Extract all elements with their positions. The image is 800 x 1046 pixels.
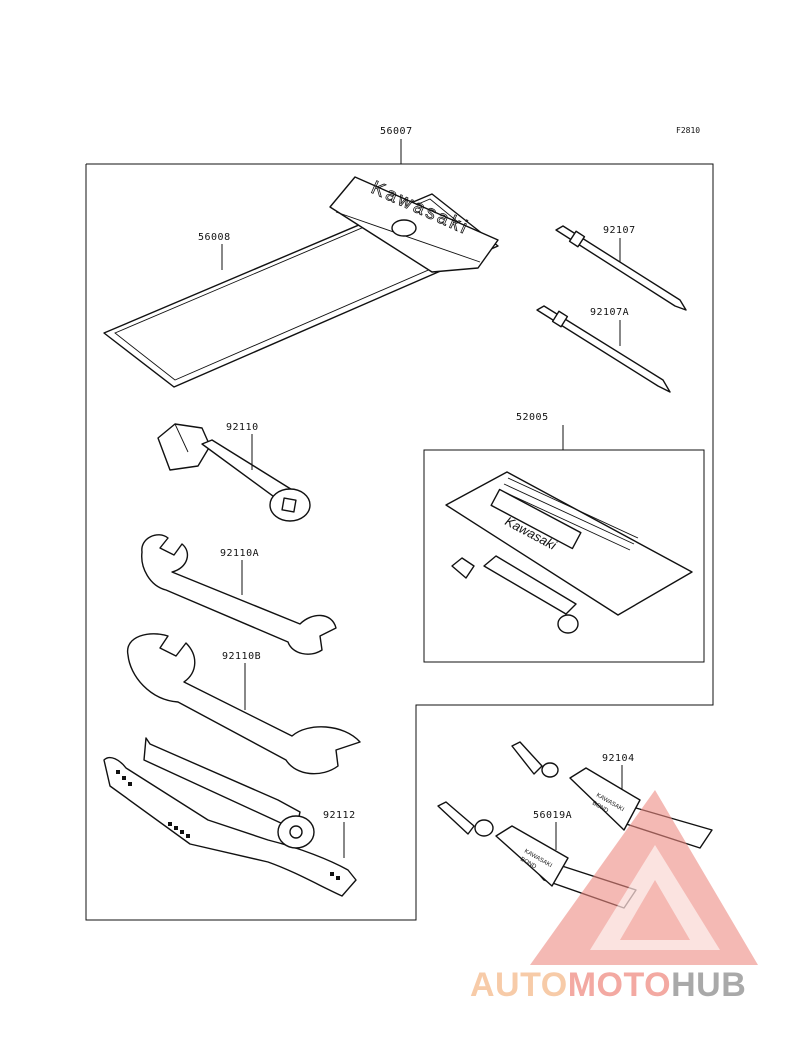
owners-manual-case: Kawasaki <box>103 176 499 388</box>
label-56008: 56008 <box>198 232 231 243</box>
pliers <box>103 737 357 897</box>
spark-plug-wrench <box>157 423 311 522</box>
kit-boundary <box>85 163 714 921</box>
label-92110b: 92110B <box>222 651 261 662</box>
label-92110a: 92110A <box>220 548 259 559</box>
label-56007: 56007 <box>380 126 413 137</box>
screwdriver-92107a <box>536 305 671 393</box>
label-92104: 92104 <box>602 753 635 764</box>
label-92107: 92107 <box>603 225 636 236</box>
label-92110: 92110 <box>226 422 259 433</box>
figure-code: F2810 <box>676 126 700 135</box>
label-92112: 92112 <box>323 810 356 821</box>
watermark-text: AUTOMOTOHUB <box>470 966 746 1004</box>
repair-kit-box <box>423 449 705 663</box>
watermark-moto: MOTO <box>568 966 671 1004</box>
open-end-wrench-large <box>127 633 361 775</box>
repair-kit-packet: Kawasaki <box>445 471 693 634</box>
open-end-wrench-small <box>141 534 337 655</box>
label-92107a: 92107A <box>590 307 629 318</box>
watermark-auto: AUTO <box>470 966 568 1004</box>
label-52005: 52005 <box>516 412 549 423</box>
watermark-logo: AUTOMOTOHUB <box>470 790 758 1004</box>
screwdriver-92107 <box>555 225 687 311</box>
label-56019a: 56019A <box>533 810 572 821</box>
watermark-hub: HUB <box>671 966 746 1004</box>
